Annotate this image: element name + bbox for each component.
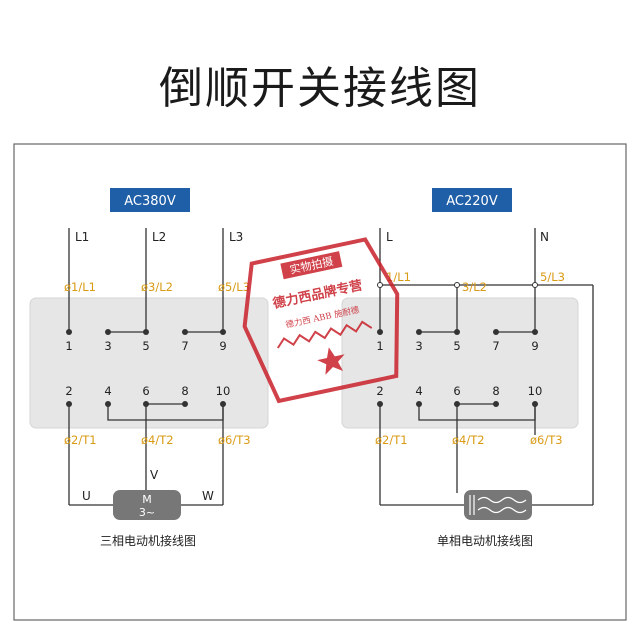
right-label-4t2: ø4/T2 — [452, 433, 485, 447]
left-terminal-bottom: 4 — [104, 384, 111, 398]
right-label-2t1: ø2/T1 — [375, 433, 408, 447]
left-label-3l2: ø3/L2 — [141, 280, 173, 294]
right-bottom-labels: ø2/T1 ø4/T2 ø6/T3 — [375, 433, 563, 447]
left-label-1l1: ø1/L1 — [64, 280, 96, 294]
left-terminal-top: 3 — [104, 339, 111, 353]
right-caption: 单相电动机接线图 — [437, 533, 533, 548]
left-terminal-bottom: 10 — [216, 384, 231, 398]
right-terminal-top: 9 — [531, 339, 538, 353]
left-line-l2: L2 — [152, 230, 166, 244]
right-terminal-top: 7 — [492, 339, 499, 353]
left-label-6t3: ø6/T3 — [218, 433, 251, 447]
right-voltage-box — [432, 188, 512, 212]
motor-phase-v: V — [150, 468, 159, 482]
right-label-5l3: 5/L3 — [540, 270, 565, 284]
left-bottom-labels: ø2/T1 ø4/T2 ø6/T3 — [64, 433, 251, 447]
right-terminal-bottom: 6 — [453, 384, 460, 398]
right-label-6t3: ø6/T3 — [530, 433, 563, 447]
right-terminal-bottom: 4 — [415, 384, 422, 398]
page-title: 倒顺开关接线图 — [159, 63, 481, 114]
right-terminal-top: 5 — [453, 339, 460, 353]
left-terminal-top: 1 — [65, 339, 72, 353]
left-terminal-numbers: 1 3 5 7 9 2 4 6 8 10 — [65, 339, 230, 398]
right-switch-panel — [341, 297, 579, 429]
three-phase-motor-icon: M 3~ — [113, 490, 181, 520]
svg-text:M: M — [142, 493, 152, 506]
diagram-frame — [13, 143, 627, 621]
left-terminal-top: 5 — [142, 339, 149, 353]
left-terminal-dots — [66, 329, 226, 407]
motor-phase-w: W — [202, 489, 214, 503]
right-terminal-numbers: 1 3 5 7 9 2 4 6 8 10 — [376, 339, 542, 398]
left-terminal-bottom: 6 — [142, 384, 149, 398]
right-top-labels: 1/L1 3/L2 5/L3 — [386, 270, 565, 294]
left-terminal-bottom: 2 — [65, 384, 72, 398]
left-label-4t2: ø4/T2 — [141, 433, 174, 447]
right-terminal-top: 1 — [376, 339, 383, 353]
left-terminal-top: 7 — [181, 339, 188, 353]
right-wires — [379, 228, 594, 506]
right-voltage-label: AC220V — [446, 194, 498, 209]
right-terminal-bottom: 8 — [492, 384, 499, 398]
right-junction-dots — [377, 282, 538, 288]
left-line-l3: L3 — [229, 230, 243, 244]
right-terminal-top: 3 — [415, 339, 422, 353]
left-wires — [68, 228, 224, 506]
left-caption: 三相电动机接线图 — [100, 533, 196, 548]
left-label-2t1: ø2/T1 — [64, 433, 97, 447]
left-top-labels: ø1/L1 ø3/L2 ø5/L3 — [64, 280, 250, 294]
left-line-l1: L1 — [75, 230, 89, 244]
right-terminal-bottom: 10 — [528, 384, 543, 398]
svg-text:3~: 3~ — [139, 506, 155, 519]
right-label-3l2: 3/L2 — [462, 280, 487, 294]
left-terminal-bottom: 8 — [181, 384, 188, 398]
left-switch-panel — [29, 297, 269, 429]
right-label-1l1: 1/L1 — [386, 270, 411, 284]
right-terminal-bottom: 2 — [376, 384, 383, 398]
single-phase-motor-icon — [464, 490, 532, 520]
right-line-l: L — [386, 230, 393, 244]
right-terminal-dots — [377, 329, 538, 407]
left-label-5l3: ø5/L3 — [218, 280, 250, 294]
motor-phase-u: U — [82, 489, 91, 503]
left-terminal-top: 9 — [219, 339, 226, 353]
left-voltage-box — [110, 188, 190, 212]
right-line-n: N — [540, 230, 549, 244]
left-voltage-label: AC380V — [124, 194, 176, 209]
